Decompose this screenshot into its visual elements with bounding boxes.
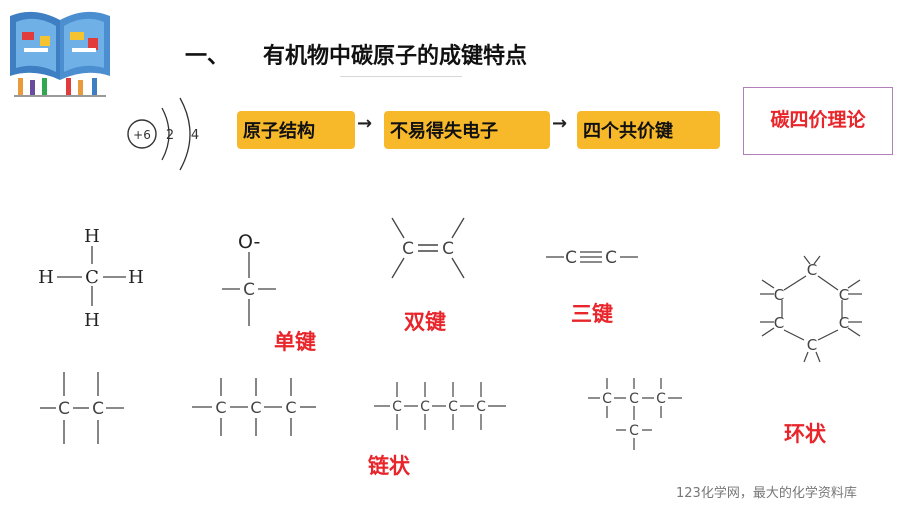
carbon-tetravalence-box: 碳四价理论 bbox=[743, 87, 893, 155]
theory-label: 碳四价理论 bbox=[770, 109, 866, 131]
carbon-atom: C bbox=[839, 314, 849, 332]
atom-nucleus: +6 bbox=[133, 128, 151, 142]
chain-4-carbon: C C C C bbox=[374, 382, 506, 430]
carbon-atom: C bbox=[392, 399, 402, 415]
flow-arrow-2: → bbox=[552, 113, 568, 134]
carbon-atom: C bbox=[807, 261, 817, 279]
label-ring: 环状 bbox=[784, 422, 826, 446]
carbon-atom: C bbox=[565, 248, 577, 268]
ring-structure: C C C C C C bbox=[760, 255, 862, 363]
methane-h-bottom: H bbox=[84, 310, 100, 331]
triple-bond-structure: C C bbox=[546, 248, 638, 268]
flow-step-electrons: 不易得失电子 bbox=[384, 111, 550, 149]
carbon-atom: C bbox=[250, 398, 261, 417]
carbon-atom: C bbox=[448, 399, 458, 415]
carbon-atom: C bbox=[402, 239, 414, 259]
oxygen-label: O- bbox=[238, 231, 260, 253]
carbon-atom: C bbox=[58, 399, 70, 419]
book-illustration bbox=[10, 11, 110, 97]
title-text: 有机物中碳原子的成键特点 bbox=[263, 44, 528, 69]
methane-h-left: H bbox=[38, 267, 54, 288]
carbon-atom: C bbox=[629, 391, 639, 407]
flow-step-label: 四个共价键 bbox=[583, 121, 673, 142]
title-number: 一、 bbox=[185, 44, 230, 69]
label-triple-bond: 三键 bbox=[571, 302, 613, 326]
carbon-atom: C bbox=[629, 423, 639, 439]
chain-3-carbon: C C C bbox=[192, 378, 316, 436]
carbon-atom: C bbox=[476, 399, 486, 415]
carbon-atom: C bbox=[605, 248, 617, 268]
methane-structure: C H H H H bbox=[38, 226, 144, 331]
carbon-atom-diagram: +6 2 4 bbox=[127, 97, 199, 171]
label-single-bond: 单键 bbox=[274, 330, 316, 354]
label-chain: 链状 bbox=[368, 454, 410, 478]
label-double-bond: 双键 bbox=[404, 310, 446, 334]
page-title: 一、 有机物中碳原子的成键特点 bbox=[185, 38, 527, 70]
carbon-atom: C bbox=[774, 314, 784, 332]
atom-shell-2: 4 bbox=[191, 128, 199, 143]
flow-step-label: 原子结构 bbox=[243, 121, 315, 142]
carbon-atom: C bbox=[243, 280, 255, 300]
carbon-atom: C bbox=[807, 336, 817, 354]
flow-arrow-1: → bbox=[357, 113, 373, 134]
methane-h-right: H bbox=[128, 267, 144, 288]
methane-carbon: C bbox=[85, 267, 99, 288]
title-underline bbox=[340, 76, 462, 77]
branched-chain: C C C C bbox=[588, 378, 682, 450]
carbon-atom: C bbox=[285, 398, 296, 417]
carbon-atom: C bbox=[442, 239, 454, 259]
flow-step-covalent-bonds: 四个共价键 bbox=[577, 111, 720, 149]
flow-step-atomic-structure: 原子结构 bbox=[237, 111, 355, 149]
carbon-atom: C bbox=[839, 286, 849, 304]
oxygen-carbon-structure: O- C bbox=[222, 231, 276, 326]
atom-shell-1: 2 bbox=[166, 128, 174, 143]
carbon-atom: C bbox=[774, 286, 784, 304]
carbon-atom: C bbox=[92, 399, 104, 419]
carbon-atom: C bbox=[215, 398, 226, 417]
flow-step-label: 不易得失电子 bbox=[390, 121, 498, 142]
footer-watermark: 123化学网，最大的化学资料库 bbox=[676, 486, 857, 501]
chain-2-carbon: C C bbox=[40, 372, 124, 444]
carbon-atom: C bbox=[602, 391, 612, 407]
carbon-atom: C bbox=[656, 391, 666, 407]
carbon-atom: C bbox=[420, 399, 430, 415]
double-bond-structure: C C bbox=[391, 217, 465, 279]
methane-h-top: H bbox=[84, 226, 100, 247]
